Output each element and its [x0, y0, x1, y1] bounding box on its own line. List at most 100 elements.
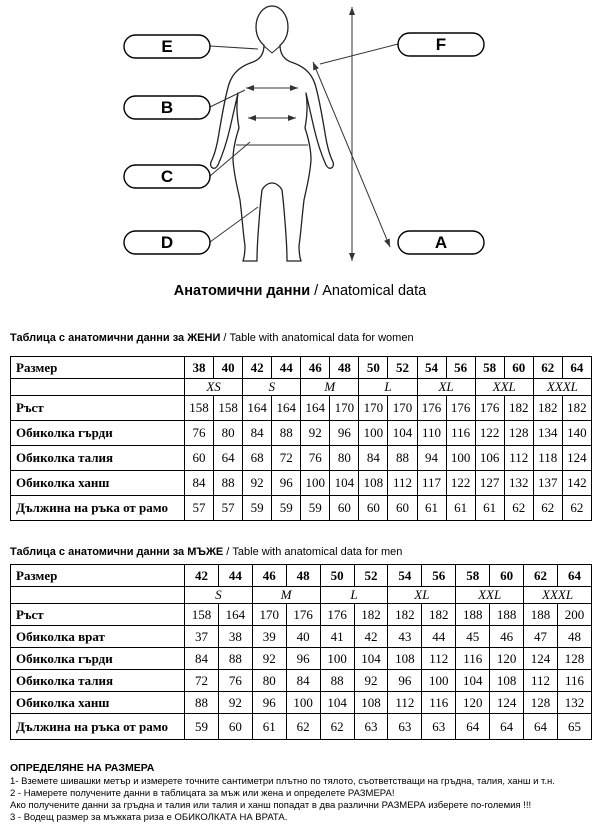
measurement-value-cell: 170: [251, 603, 287, 626]
measurement-value-cell: 94: [416, 445, 447, 471]
letter-size-cell: XS: [183, 378, 244, 396]
measurement-value-cell: 158: [184, 603, 219, 626]
measurement-value-cell: 61: [474, 495, 505, 521]
measurement-value-cell: 92: [242, 470, 273, 496]
men-table-title: Таблица с анатомични данни за МЪЖЕ / Tab…: [10, 546, 402, 558]
measurement-value-cell: 92: [251, 647, 287, 670]
size-number-cell: 58: [455, 564, 491, 587]
size-number-cell: 46: [300, 356, 331, 379]
measurement-value-cell: 112: [523, 669, 558, 692]
measurement-value-cell: 63: [387, 713, 423, 740]
label-C-connector: [209, 141, 251, 177]
measurement-value-cell: 124: [523, 647, 558, 670]
measurement-value-cell: 80: [213, 420, 244, 446]
measurement-value-cell: 100: [445, 445, 476, 471]
measurement-value-cell: 41: [319, 625, 355, 648]
size-number-cell: 64: [556, 564, 593, 587]
label-E-shape: [123, 34, 211, 59]
size-number-cell: 46: [251, 564, 287, 587]
measure-label-A: A: [397, 230, 485, 255]
men-title-bold: Таблица с анатомични данни за МЪЖЕ: [10, 546, 224, 558]
measurement-value-cell: 108: [489, 669, 525, 692]
measurement-value-cell: 116: [556, 669, 593, 692]
size-number-cell: 50: [358, 356, 389, 379]
measurement-value-cell: 88: [184, 691, 219, 714]
measurement-value-cell: 84: [358, 445, 389, 471]
anatomical-diagram: E B C D F A: [123, 5, 485, 262]
measurement-value-cell: 118: [532, 445, 563, 471]
measurement-value-cell: 84: [242, 420, 273, 446]
measurement-value-cell: 68: [242, 445, 273, 471]
measurement-value-cell: 92: [353, 669, 389, 692]
measurement-value-cell: 80: [329, 445, 360, 471]
measurement-value-cell: 40: [285, 625, 321, 648]
label-F-shape: [397, 32, 485, 57]
measurement-value-cell: 38: [217, 625, 253, 648]
measurement-value-cell: 60: [387, 495, 418, 521]
measurement-label: Дължина на ръка от рамо: [10, 713, 185, 740]
measurement-value-cell: 62: [532, 495, 563, 521]
measurement-value-cell: 134: [532, 420, 563, 446]
letter-size-cell: M: [251, 586, 321, 604]
measurement-value-cell: 61: [445, 495, 476, 521]
women-table-title: Таблица с анатомични данни за ЖЕНИ / Tab…: [10, 332, 414, 344]
label-F-connector: [319, 43, 399, 65]
measurement-value-cell: 110: [416, 420, 447, 446]
measurement-value-cell: 88: [213, 470, 244, 496]
measurement-value-cell: 47: [523, 625, 558, 648]
measurement-value-cell: 100: [319, 647, 355, 670]
label-D-shape: [123, 230, 211, 255]
measurement-value-cell: 182: [387, 603, 423, 626]
measurement-value-cell: 96: [387, 669, 423, 692]
measurement-value-cell: 57: [183, 495, 215, 521]
letter-size-cell: XL: [387, 586, 457, 604]
measurement-value-cell: 120: [489, 647, 525, 670]
instruction-line-4: 3 - Водещ размер за мъжката риза е ОБИКО…: [10, 812, 288, 824]
label-C-shape: [123, 164, 211, 189]
size-number-cell: 40: [213, 356, 244, 379]
measure-label-C: C: [123, 164, 211, 189]
measurement-label: Обиколка гърди: [10, 647, 185, 670]
measurement-label: Ръст: [10, 603, 185, 626]
women-title-rest: / Table with anatomical data for women: [220, 332, 414, 344]
measurement-value-cell: 62: [285, 713, 321, 740]
letter-size-cell: S: [184, 586, 253, 604]
size-number-cell: 54: [387, 564, 423, 587]
measurement-value-cell: 182: [503, 395, 534, 421]
measurement-value-cell: 88: [217, 647, 253, 670]
label-B-shape: [123, 95, 211, 120]
label-A-shape: [397, 230, 485, 255]
letter-size-cell: XXXL: [523, 586, 592, 604]
measurement-label: Обиколка врат: [10, 625, 185, 648]
measurement-value-cell: 108: [387, 647, 423, 670]
measurement-value-cell: 88: [271, 420, 302, 446]
letter-size-cell: XXL: [455, 586, 525, 604]
letter-size-cell: XL: [416, 378, 476, 396]
measurement-label: Обиколка талия: [10, 669, 185, 692]
measurement-value-cell: 112: [503, 445, 534, 471]
measurement-value-cell: 100: [421, 669, 457, 692]
letter-size-empty-cell: [10, 378, 185, 396]
measurement-label: Обиколка гърди: [10, 420, 185, 446]
measure-label-F: F: [397, 32, 485, 57]
size-number-cell: 54: [416, 356, 447, 379]
measurement-value-cell: 124: [561, 445, 593, 471]
measure-label-B: B: [123, 95, 211, 120]
size-header-label: Размер: [10, 564, 185, 587]
size-number-cell: 62: [532, 356, 563, 379]
measurement-value-cell: 164: [300, 395, 331, 421]
measurement-value-cell: 45: [455, 625, 491, 648]
measurement-value-cell: 62: [503, 495, 534, 521]
measurement-label: Дължина на ръка от рамо: [10, 495, 185, 521]
measurement-value-cell: 176: [319, 603, 355, 626]
size-number-cell: 42: [242, 356, 273, 379]
measurement-value-cell: 112: [387, 470, 418, 496]
measurement-value-cell: 80: [251, 669, 287, 692]
